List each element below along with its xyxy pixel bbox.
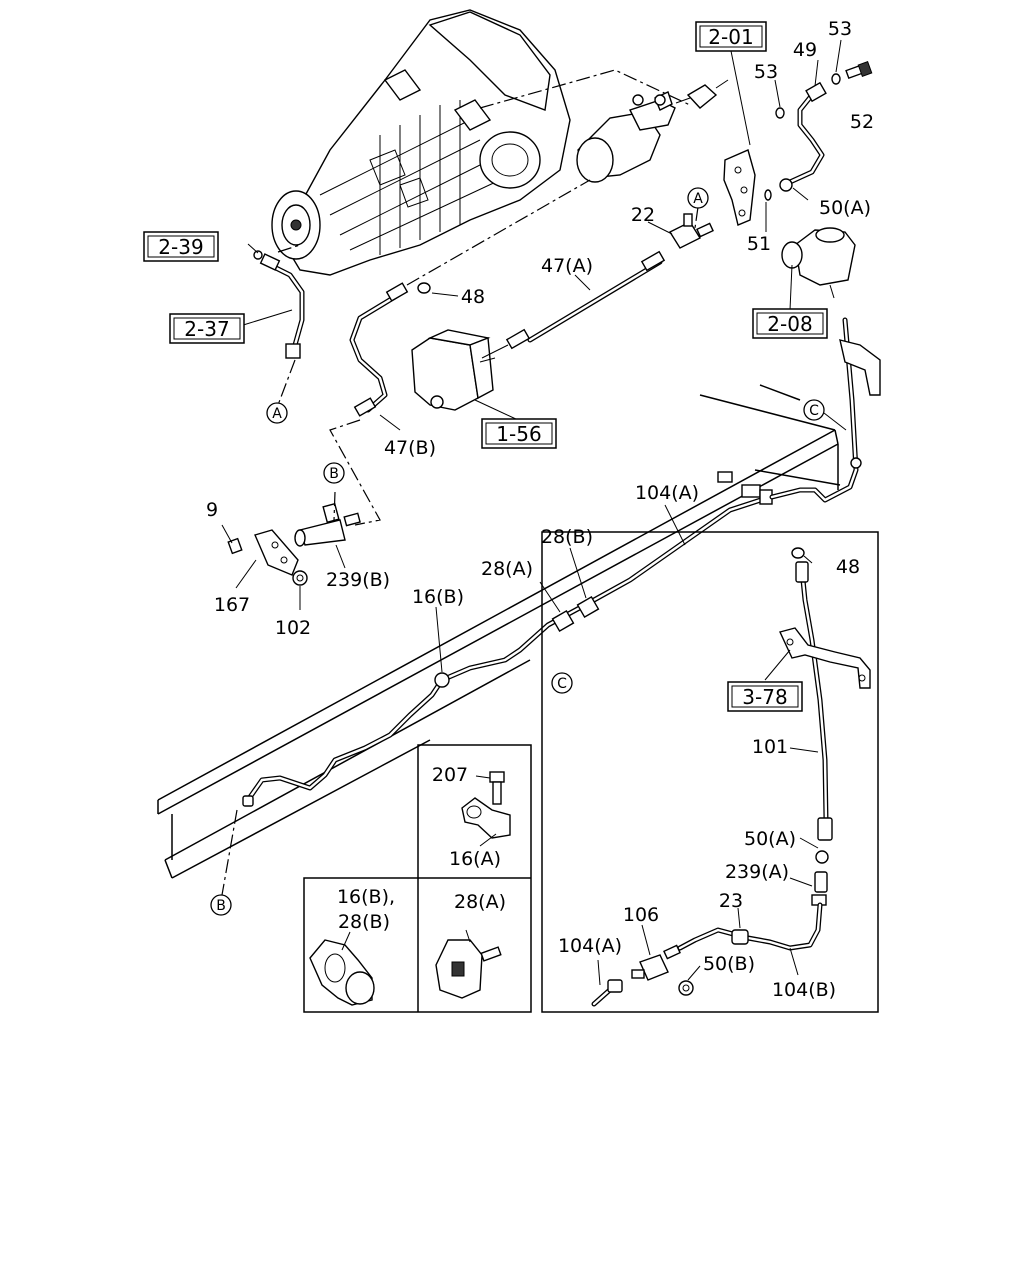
marker-c-main: C — [803, 399, 825, 421]
label-23: 23 — [719, 890, 743, 912]
dash-leaders — [221, 69, 699, 896]
tee-239b — [294, 502, 361, 547]
ref-box-2-39: 2-39 — [143, 231, 219, 262]
marker-b-top: B — [323, 462, 345, 484]
label-22: 22 — [631, 204, 655, 226]
svg-text:C: C — [557, 676, 567, 692]
bracket-167 — [254, 529, 299, 576]
fitting-106 — [631, 944, 681, 981]
washer-48-inset — [791, 547, 805, 559]
pipe-104a-stub — [591, 979, 623, 1007]
marker-b-bottom: B — [210, 894, 232, 916]
label-52: 52 — [850, 111, 874, 133]
pipe-47a-ends — [505, 250, 666, 350]
inset-16a-detail — [303, 744, 532, 1013]
nut-50b — [678, 980, 694, 996]
ref-2-01-text: 2-01 — [708, 25, 753, 49]
ref-3-78-text: 3-78 — [742, 685, 787, 709]
label-16b-inset: 16(B), — [337, 886, 395, 908]
clutch-booster — [576, 79, 729, 183]
svg-text:A: A — [693, 191, 703, 207]
ref-2-08-text: 2-08 — [767, 312, 812, 336]
bolt-207 — [489, 771, 505, 805]
fitting-104a-end — [242, 795, 254, 807]
label-207: 207 — [432, 764, 468, 786]
label-104a-inset: 104(A) — [558, 935, 622, 957]
fitting-49 — [805, 81, 827, 103]
label-104b: 104(B) — [772, 979, 836, 1001]
svg-text:B: B — [329, 466, 339, 482]
marker-c-inset: C — [551, 672, 573, 694]
clamp-16a — [461, 797, 511, 839]
clip-28a-inset — [435, 929, 502, 999]
left-pipe-fittings — [253, 250, 301, 359]
label-47b: 47(B) — [384, 437, 436, 459]
washer-53-left — [775, 107, 785, 119]
clip-23 — [731, 929, 749, 945]
label-239a: 239(A) — [725, 861, 789, 883]
label-50b: 50(B) — [703, 953, 755, 975]
valve-1-56 — [411, 329, 496, 411]
fitting-22 — [668, 213, 714, 249]
label-101: 101 — [752, 736, 788, 758]
label-102: 102 — [275, 617, 311, 639]
switch-connector — [717, 471, 773, 505]
label-53-top: 53 — [828, 18, 852, 40]
clip-28b-main — [576, 595, 600, 619]
part-labels: 53 49 53 52 50(A) 51 22 47(A) 48 47(B) 9… — [206, 18, 874, 1001]
marker-a-top: A — [687, 187, 709, 209]
transmission-assembly — [271, 9, 571, 276]
chassis-frame-rail — [157, 384, 841, 879]
washer-48-top — [417, 282, 431, 294]
ref-box-1-56: 1-56 — [481, 418, 557, 449]
label-28b-main: 28(B) — [541, 526, 593, 548]
clip-16b-main — [434, 672, 450, 688]
clamp-16b-28b — [309, 931, 375, 1006]
bracket-2-01 — [723, 149, 756, 226]
clutch-fluid-reservoir — [781, 227, 856, 299]
ref-box-2-37: 2-37 — [169, 313, 245, 344]
nut-50a-top — [779, 178, 793, 192]
bracket-c-top — [839, 339, 881, 469]
pipe-47b-ends — [353, 282, 409, 417]
label-51: 51 — [747, 233, 771, 255]
label-106: 106 — [623, 904, 659, 926]
bolt-52 — [845, 61, 873, 80]
hose-101-fittings — [795, 561, 833, 906]
svg-text:B: B — [216, 898, 226, 914]
label-167: 167 — [214, 594, 250, 616]
label-50a-top: 50(A) — [819, 197, 871, 219]
label-28b-inset: 28(B) — [338, 911, 390, 933]
label-53-left: 53 — [754, 61, 778, 83]
ref-box-3-78: 3-78 — [727, 681, 803, 712]
label-leaders — [221, 39, 847, 673]
label-28a-main: 28(A) — [481, 558, 533, 580]
ref-2-37-text: 2-37 — [184, 317, 229, 341]
marker-a-left: A — [266, 402, 288, 424]
inset-c-detail — [541, 531, 879, 1013]
label-16a: 16(A) — [449, 848, 501, 870]
washer-51 — [764, 189, 772, 201]
nut-102 — [292, 570, 308, 586]
label-9: 9 — [206, 499, 218, 521]
svg-text:C: C — [809, 403, 819, 419]
ref-box-2-01: 2-01 — [695, 21, 767, 52]
bracket-3-78 — [779, 627, 871, 689]
ref-box-2-08: 2-08 — [752, 308, 828, 339]
svg-text:A: A — [272, 406, 282, 422]
label-49: 49 — [793, 39, 817, 61]
label-50a-inset: 50(A) — [744, 828, 796, 850]
ref-2-39-text: 2-39 — [158, 235, 203, 259]
label-48-top: 48 — [461, 286, 485, 308]
washer-53-top — [831, 73, 841, 85]
label-48-inset: 48 — [836, 556, 860, 578]
label-47a: 47(A) — [541, 255, 593, 277]
label-16b-main: 16(B) — [412, 586, 464, 608]
ref-1-56-text: 1-56 — [496, 422, 541, 446]
label-239b: 239(B) — [326, 569, 390, 591]
label-104a-main: 104(A) — [635, 482, 699, 504]
label-28a-inset: 28(A) — [454, 891, 506, 913]
clip-28a-main — [551, 609, 575, 633]
